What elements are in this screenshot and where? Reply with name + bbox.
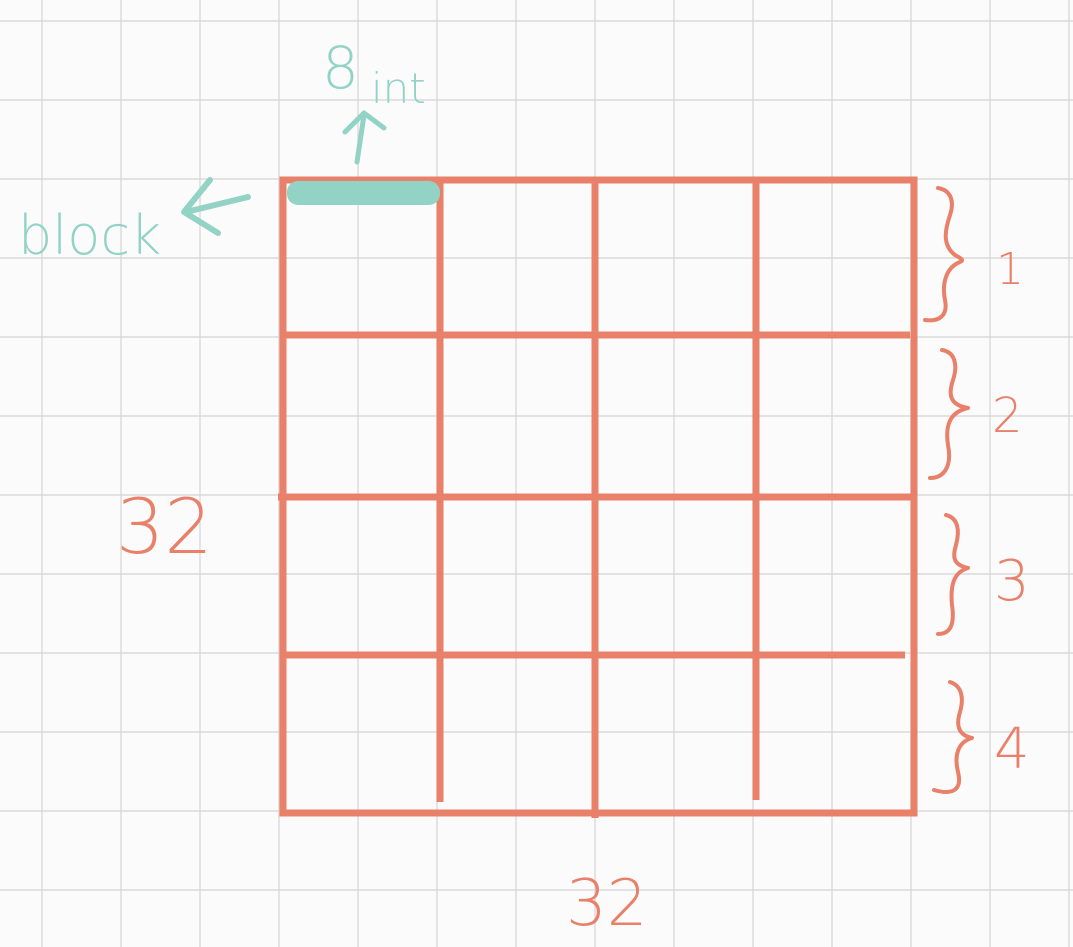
curly-brace-icon [932,680,974,794]
int-count-label: 8 [322,34,359,102]
int-unit-label: int [371,64,426,113]
block-highlight [287,181,440,205]
row-braces [923,186,974,794]
height-label: 32 [116,482,213,571]
row-label-1: 1 [996,244,1024,295]
row-label-2: 2 [992,388,1023,444]
curly-brace-icon [936,513,970,636]
row-label-4: 4 [994,717,1030,782]
arrow-left-icon [181,177,251,236]
curly-brace-icon [923,186,965,323]
matrix-grid [278,176,918,818]
width-label: 32 [566,867,647,941]
arrow-up-icon [342,110,387,165]
row-label-3: 3 [994,549,1030,614]
curly-brace-icon [928,348,970,480]
block-label: block [18,204,161,267]
